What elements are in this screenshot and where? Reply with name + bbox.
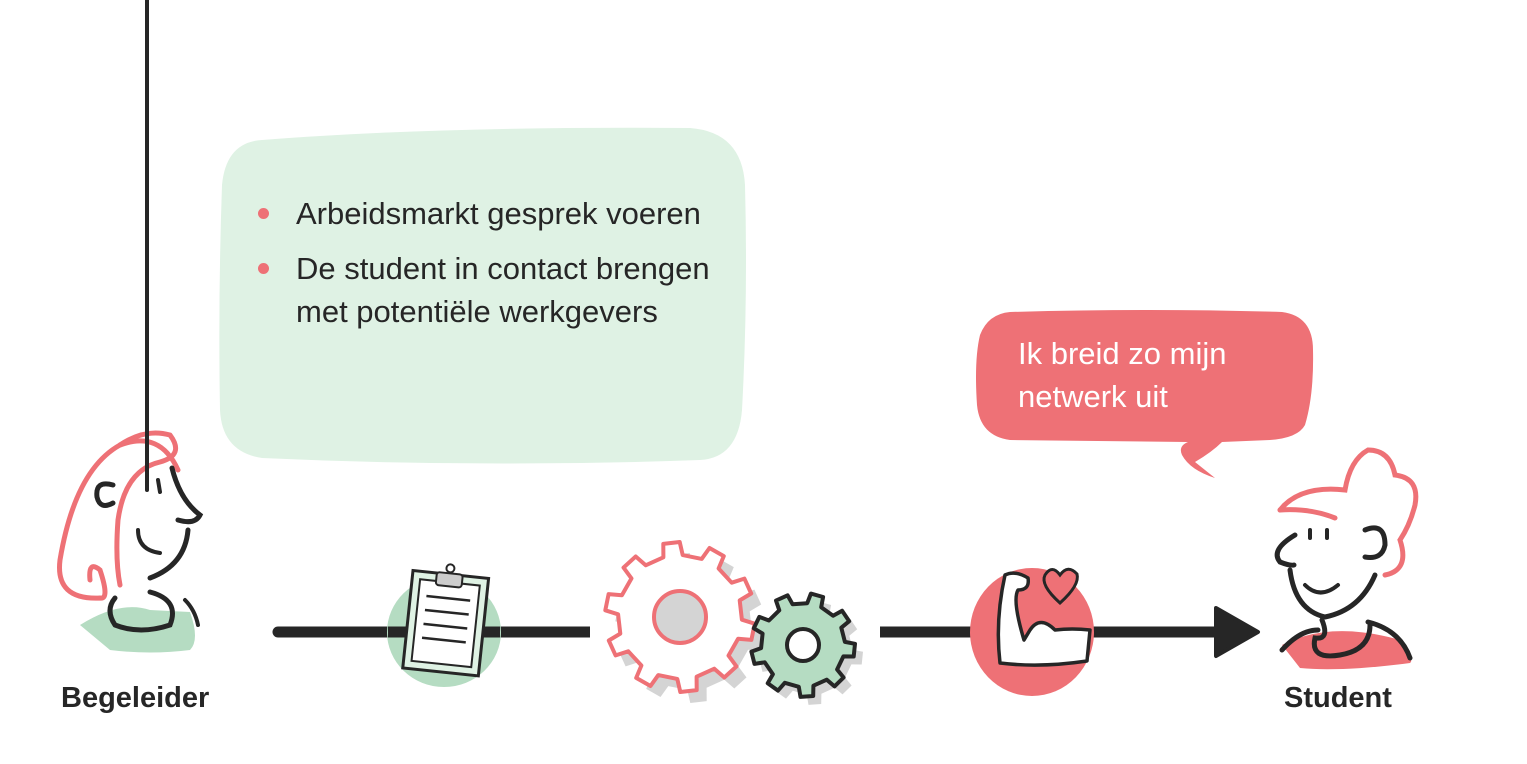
gears-icon [590, 540, 880, 705]
advisor-task-item: De student in contact brengen met potent… [258, 247, 716, 333]
clipboard-icon [387, 563, 501, 687]
student-avatar [1274, 447, 1419, 670]
advisor-avatar [57, 0, 204, 653]
advisor-label: Begeleider [61, 682, 210, 714]
student-quote: Ik breid zo mijn netwerk uit [1018, 336, 1227, 414]
strong-arm-heart-icon [970, 567, 1100, 696]
advisor-task-item: Arbeidsmarkt gesprek voeren [258, 192, 716, 235]
advisor-speech-bubble [219, 127, 747, 464]
student-speech-bubble [976, 310, 1314, 478]
advisor-task-list: Arbeidsmarkt gesprek voeren De student i… [258, 192, 716, 345]
arrow-head-icon [1214, 606, 1260, 658]
student-label: Student [1284, 682, 1392, 714]
